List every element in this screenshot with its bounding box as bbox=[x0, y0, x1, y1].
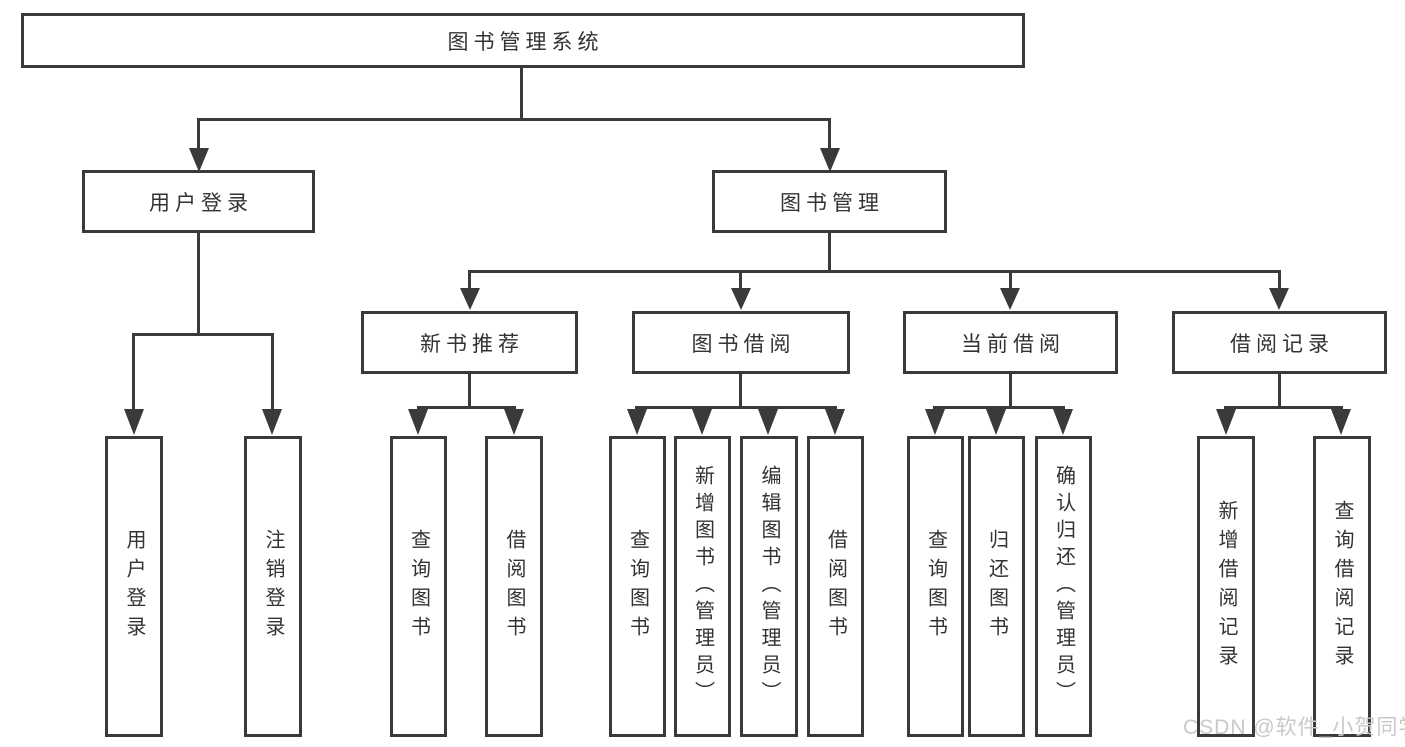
leaf-confirm-return-admin: 确认归还（管理员） bbox=[1035, 436, 1092, 737]
arrow-down-icon bbox=[124, 409, 144, 435]
leaf-query-books-borrow: 查询图书 bbox=[609, 436, 666, 737]
leaf-label: 查询图书 bbox=[924, 528, 947, 645]
connector-line bbox=[1224, 406, 1343, 409]
csdn-watermark: CSDN @软件_小贺同学 bbox=[1183, 716, 1405, 739]
arrow-down-icon bbox=[408, 409, 428, 435]
arrow-down-icon bbox=[758, 409, 778, 435]
connector-line bbox=[635, 406, 837, 409]
leaf-label: 借阅图书 bbox=[824, 528, 847, 645]
arrow-down-icon bbox=[1053, 409, 1073, 435]
arrow-down-icon bbox=[460, 288, 480, 310]
arrow-down-icon bbox=[925, 409, 945, 435]
arrow-down-icon bbox=[504, 409, 524, 435]
node-label: 用户登录 bbox=[149, 191, 253, 215]
leaf-label: 新增图书（管理员） bbox=[691, 465, 714, 708]
leaf-add-borrow-record: 新增借阅记录 bbox=[1197, 436, 1255, 737]
leaf-edit-books-admin: 编辑图书（管理员） bbox=[740, 436, 798, 737]
node-borrowing-records: 借阅记录 bbox=[1172, 311, 1387, 374]
leaf-label: 查询借阅记录 bbox=[1331, 499, 1353, 674]
leaf-label: 注销登录 bbox=[262, 528, 284, 645]
node-label: 借阅记录 bbox=[1230, 332, 1334, 356]
connector-line bbox=[468, 270, 1281, 273]
connector-line bbox=[468, 374, 471, 408]
leaf-label: 用户登录 bbox=[123, 528, 145, 645]
node-label: 当前借阅 bbox=[961, 332, 1065, 356]
connector-line bbox=[1009, 270, 1012, 290]
node-book-management: 图书管理 bbox=[712, 170, 947, 233]
leaf-query-books-current: 查询图书 bbox=[907, 436, 964, 737]
leaf-label: 编辑图书（管理员） bbox=[758, 465, 780, 708]
leaf-add-books-admin: 新增图书（管理员） bbox=[674, 436, 731, 737]
connector-line bbox=[933, 406, 1065, 409]
arrow-down-icon bbox=[986, 409, 1006, 435]
arrow-down-icon bbox=[1216, 409, 1236, 435]
connector-line bbox=[739, 270, 742, 290]
leaf-label: 确认归还（管理员） bbox=[1052, 465, 1075, 708]
arrow-down-icon bbox=[820, 148, 840, 172]
arrow-down-icon bbox=[1269, 288, 1289, 310]
leaf-borrow-books-recommend: 借阅图书 bbox=[485, 436, 543, 737]
arrow-down-icon bbox=[731, 288, 751, 310]
arrow-down-icon bbox=[262, 409, 282, 435]
leaf-query-books-recommend: 查询图书 bbox=[390, 436, 447, 737]
leaf-return-books: 归还图书 bbox=[968, 436, 1025, 737]
leaf-label: 查询图书 bbox=[626, 528, 649, 645]
arrow-down-icon bbox=[692, 409, 712, 435]
arrow-down-icon bbox=[189, 148, 209, 172]
connector-line bbox=[1278, 374, 1281, 408]
arrow-down-icon bbox=[627, 409, 647, 435]
leaf-user-login: 用户登录 bbox=[105, 436, 163, 737]
node-label: 新书推荐 bbox=[420, 332, 524, 356]
connector-line bbox=[132, 333, 274, 336]
connector-line bbox=[132, 333, 135, 410]
node-label: 图书管理系统 bbox=[447, 30, 604, 54]
leaf-label: 借阅图书 bbox=[503, 528, 525, 645]
node-book-borrowing: 图书借阅 bbox=[632, 311, 850, 374]
node-new-book-recommendation: 新书推荐 bbox=[361, 311, 578, 374]
connector-line bbox=[197, 118, 831, 121]
connector-line bbox=[1009, 374, 1012, 408]
connector-line bbox=[197, 233, 200, 335]
connector-line bbox=[1278, 270, 1281, 290]
leaf-label: 查询图书 bbox=[407, 528, 430, 645]
leaf-borrow-books-borrow: 借阅图书 bbox=[807, 436, 864, 737]
leaf-logout-login: 注销登录 bbox=[244, 436, 302, 737]
node-label: 图书借阅 bbox=[691, 332, 796, 356]
connector-line bbox=[520, 66, 523, 120]
arrow-down-icon bbox=[825, 409, 845, 435]
connector-line bbox=[828, 233, 831, 272]
node-library-management-system: 图书管理系统 bbox=[21, 13, 1025, 68]
arrow-down-icon bbox=[1331, 409, 1351, 435]
leaf-label: 归还图书 bbox=[985, 528, 1008, 645]
connector-line bbox=[739, 374, 742, 408]
arrow-down-icon bbox=[1000, 288, 1020, 310]
connector-line bbox=[468, 270, 471, 290]
connector-line bbox=[828, 118, 831, 151]
connector-line bbox=[271, 333, 274, 410]
node-user-login: 用户登录 bbox=[82, 170, 315, 233]
connector-line bbox=[197, 118, 200, 151]
connector-line bbox=[417, 406, 516, 409]
leaf-label: 新增借阅记录 bbox=[1215, 499, 1237, 674]
leaf-query-borrow-record: 查询借阅记录 bbox=[1313, 436, 1371, 737]
node-current-borrowing: 当前借阅 bbox=[903, 311, 1118, 374]
node-label: 图书管理 bbox=[780, 191, 884, 215]
